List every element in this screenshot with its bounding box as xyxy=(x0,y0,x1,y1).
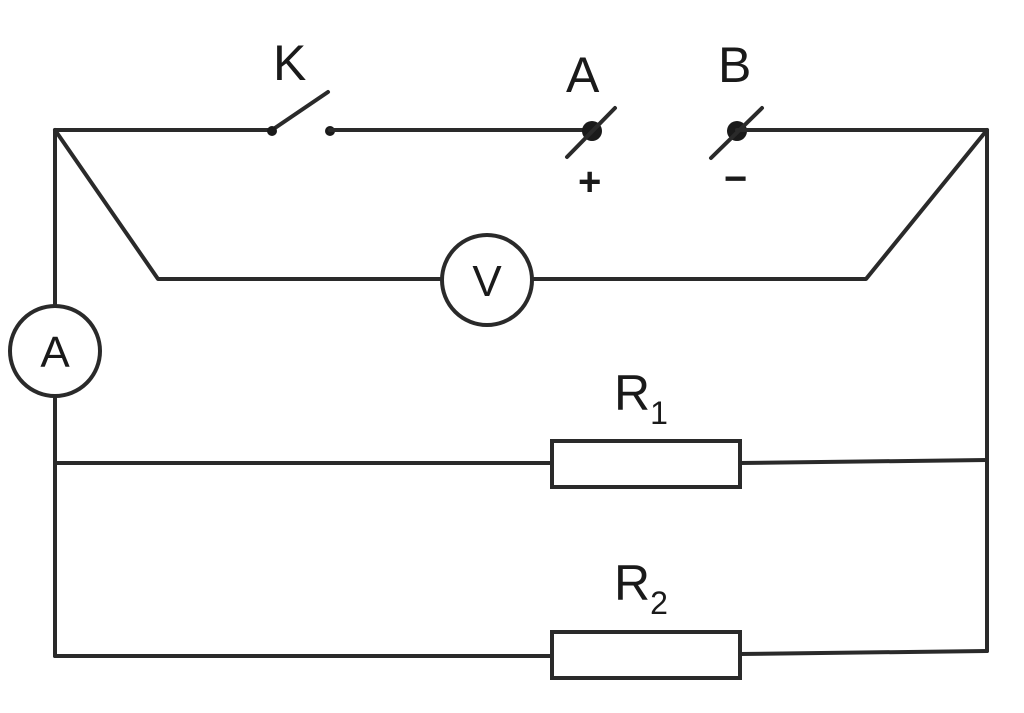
terminal-a-label: A xyxy=(566,47,600,103)
ammeter-label: A xyxy=(40,328,70,377)
r1-wire-right xyxy=(738,458,989,465)
resistor-r2 xyxy=(550,630,742,680)
voltmeter-branch-left xyxy=(53,128,444,281)
r1-label: R1 xyxy=(614,365,668,431)
voltmeter-branch-right xyxy=(530,128,989,281)
r2-subscript: 2 xyxy=(650,585,668,621)
resistor-r1 xyxy=(550,439,742,489)
plus-sign: + xyxy=(578,160,601,204)
r2-letter: R xyxy=(614,555,650,611)
r2-label: R2 xyxy=(614,555,668,621)
switch-k-blade xyxy=(270,90,330,132)
terminal-b-tick xyxy=(709,106,764,160)
switch-k-pivot xyxy=(267,126,277,136)
terminal-b-label: B xyxy=(718,37,751,93)
terminal-a-tick xyxy=(565,106,617,159)
r1-letter: R xyxy=(614,365,650,421)
voltmeter-label: V xyxy=(472,257,502,306)
voltmeter-circle xyxy=(440,233,534,327)
switch-k-label: K xyxy=(273,35,306,91)
r1-subscript: 1 xyxy=(650,395,668,431)
r2-wire-right xyxy=(738,649,989,656)
ammeter-circle xyxy=(8,304,102,398)
minus-sign: − xyxy=(724,157,747,201)
